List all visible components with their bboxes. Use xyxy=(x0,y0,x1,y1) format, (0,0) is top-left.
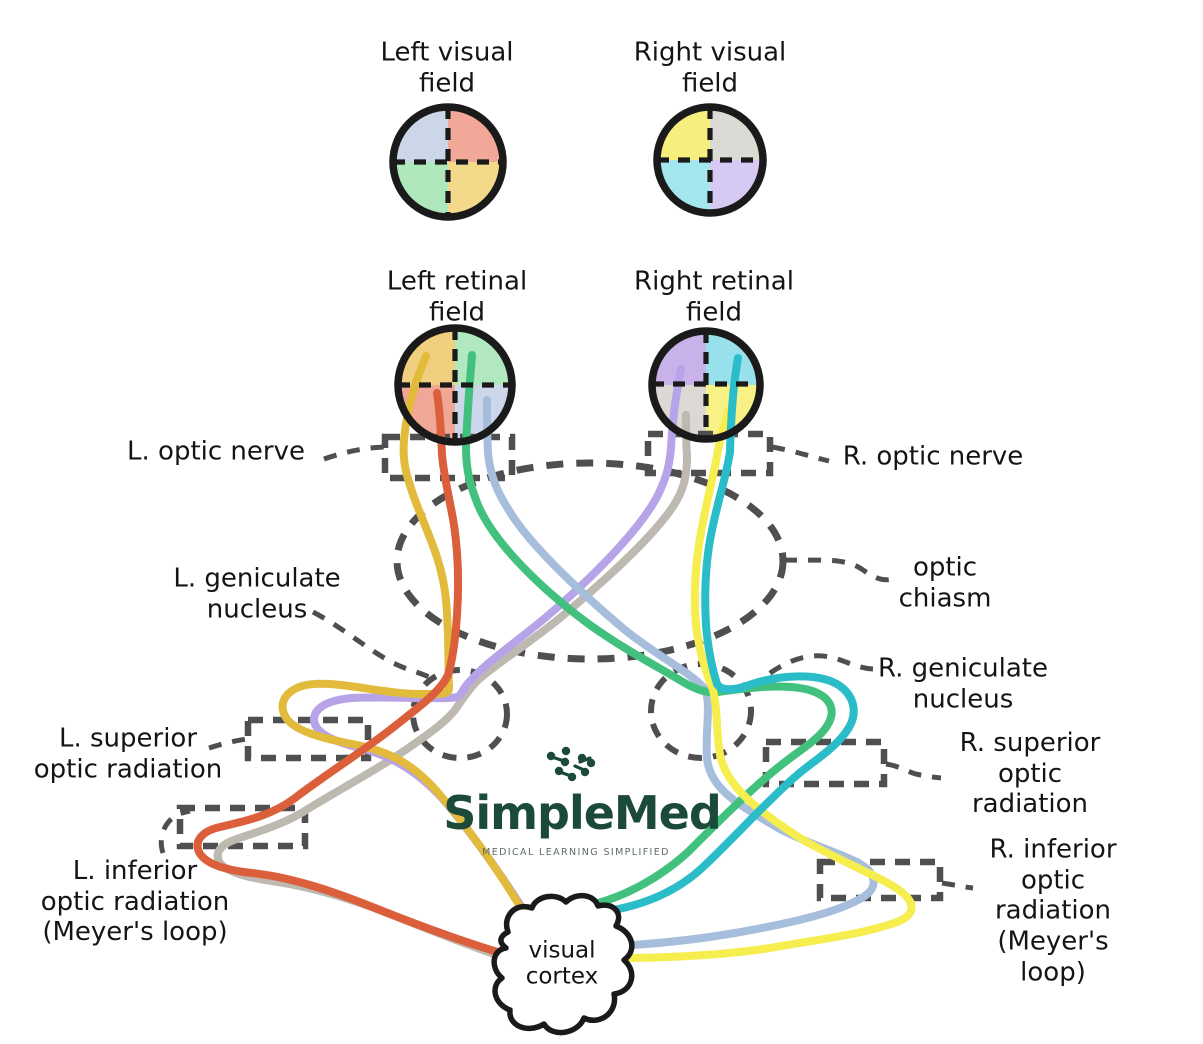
box-r-superior-radiation xyxy=(762,738,888,788)
field-cross-dashes xyxy=(393,107,763,442)
fiber-gold-left-superior-temporal xyxy=(278,352,547,954)
connector-r-inferior xyxy=(941,880,974,891)
simplemed-logo-icon xyxy=(546,746,596,782)
dashed-guides xyxy=(158,430,974,902)
connector-l-optic-nerve xyxy=(323,444,385,462)
label-left-retinal-field: Left retinal field xyxy=(386,266,528,327)
connector-r-optic-nerve xyxy=(771,444,830,464)
label-visual-cortex: visual cortex xyxy=(525,937,599,989)
label-l-superior-radiation: L. superior optic radiation xyxy=(33,723,223,784)
connector-l-superior xyxy=(208,736,248,751)
lvf-cross-lines xyxy=(393,107,503,217)
rvf-cross-lines xyxy=(657,107,763,213)
optic-chiasm-ellipse xyxy=(393,459,787,663)
label-r-optic-nerve: R. optic nerve xyxy=(842,441,1024,472)
label-right-visual-field: Right visual field xyxy=(633,37,787,98)
label-l-inferior-radiation: L. inferior optic radiation (Meyer's loo… xyxy=(40,855,230,948)
box-l-superior-radiation xyxy=(244,716,372,762)
rrf-cross-lines xyxy=(652,331,760,438)
box-r-optic-nerve xyxy=(644,430,774,477)
rvf-outline xyxy=(653,103,767,217)
connector-optic-chiasm xyxy=(783,557,894,583)
connector-l-inferior xyxy=(158,808,191,854)
fiber-orange-left-inferior-temporal xyxy=(193,389,520,961)
label-l-optic-nerve: L. optic nerve xyxy=(127,436,305,467)
field-outlines xyxy=(389,103,767,446)
lvf-outline xyxy=(389,103,507,221)
label-right-retinal-field: Right retinal field xyxy=(634,266,794,327)
label-r-superior-radiation: R. superior optic radiation xyxy=(959,727,1101,820)
fiber-yellow-right-inferior-temporal xyxy=(616,406,916,962)
visual-cortex-blob xyxy=(491,892,635,1036)
fiber-green-left-superior-nasal xyxy=(462,351,836,907)
connector-r-superior xyxy=(885,761,942,781)
fiber-cyan-right-superior-temporal xyxy=(610,354,858,914)
fiber-steel-blue-left-inferior-nasal xyxy=(483,396,878,950)
box-l-inferior-radiation xyxy=(176,804,309,850)
label-left-visual-field: Left visual field xyxy=(380,37,514,98)
label-r-geniculate: R. geniculate nucleus xyxy=(878,653,1048,714)
logo-wordmark: SimpleMed xyxy=(443,786,721,840)
rrf-outline xyxy=(648,327,764,443)
fiber-tracts xyxy=(193,351,916,967)
box-r-inferior-radiation xyxy=(816,858,944,902)
lrf-cross-lines xyxy=(398,328,512,442)
r-geniculate-circle xyxy=(648,661,754,761)
label-r-inferior-radiation: R. inferior optic radiation (Meyer's loo… xyxy=(989,834,1117,988)
label-optic-chiasm: optic chiasm xyxy=(898,552,992,613)
lrf-outline xyxy=(394,324,516,446)
logo-tagline: MEDICAL LEARNING SIMPLIFIED xyxy=(482,847,670,858)
label-l-geniculate: L. geniculate nucleus xyxy=(173,563,341,624)
l-geniculate-circle xyxy=(410,667,510,761)
